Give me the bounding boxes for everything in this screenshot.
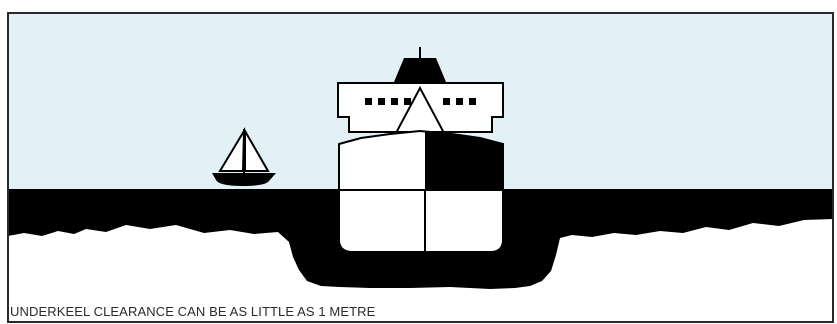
illustration-border xyxy=(7,12,834,323)
ship-window xyxy=(365,98,372,105)
ship-window xyxy=(404,98,411,105)
ship-funnel xyxy=(394,58,446,82)
ship-superstructure xyxy=(337,82,504,133)
sailboat-jib xyxy=(218,127,246,172)
ship-window xyxy=(456,98,463,105)
ship-window xyxy=(469,98,476,105)
ship-mast-stays xyxy=(395,85,445,134)
sailboat-hull xyxy=(212,173,276,186)
ship-window xyxy=(443,98,450,105)
seabed xyxy=(8,219,833,322)
ship-window xyxy=(378,98,385,105)
sailboat-mainsail xyxy=(244,127,270,172)
figure-caption: UNDERKEEL CLEARANCE CAN BE AS LITTLE AS … xyxy=(10,304,376,319)
ship-window xyxy=(391,98,398,105)
ship-hull-dark-quadrant xyxy=(425,131,503,190)
ship-icon xyxy=(337,47,504,253)
sailboat-icon xyxy=(212,127,276,186)
